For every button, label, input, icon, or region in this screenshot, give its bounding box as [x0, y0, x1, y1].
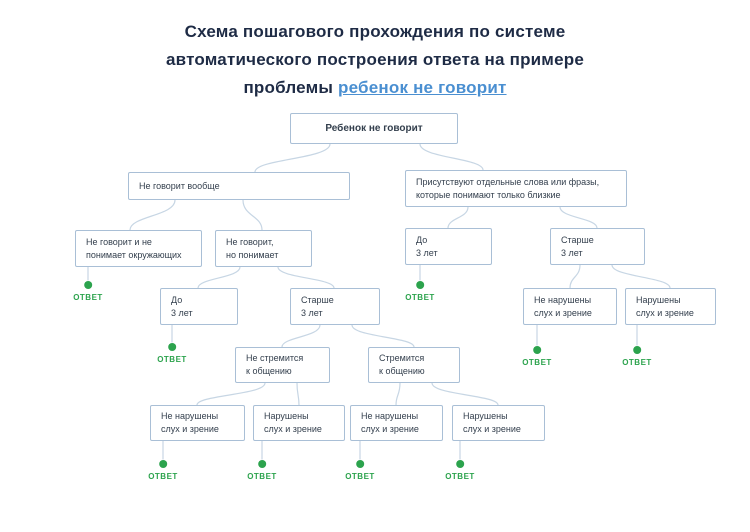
answer-dot-icon: [257, 460, 266, 468]
title-problem-prefix: проблемы: [243, 78, 339, 97]
node-hearing-ok-a: Не нарушены слух и зрение: [150, 405, 245, 441]
node-no-understanding: Не говорит и не понимает окружающих: [75, 230, 202, 267]
connector-line: [129, 199, 176, 231]
answer-label: ОТВЕТ: [445, 472, 475, 481]
title-line-2: автоматического построения ответа на при…: [166, 50, 584, 69]
node-under-3-right: До 3 лет: [405, 228, 492, 265]
connector-line: [395, 382, 401, 406]
node-over-3-right: Старше 3 лет: [550, 228, 645, 265]
node-separate-words: Присутствуют отдельные слова или фразы, …: [405, 170, 627, 207]
answer-marker-3: ОТВЕТ: [157, 343, 187, 364]
answer-marker-6: ОТВЕТ: [148, 460, 178, 481]
answer-label: ОТВЕТ: [622, 358, 652, 367]
connector-line: [447, 206, 469, 229]
connector-line: [569, 264, 581, 289]
title-line-3: проблемы ребенок не говорит: [0, 74, 750, 102]
answer-dot-icon: [632, 346, 641, 354]
node-no-desire: Не стремится к общению: [235, 347, 330, 383]
connector-line: [296, 382, 300, 406]
answer-label: ОТВЕТ: [73, 293, 103, 302]
title-line-1: Схема пошагового прохождения по системе: [184, 22, 566, 41]
answer-dot-icon: [167, 343, 176, 351]
node-hearing-impaired-right: Нарушены слух и зрение: [625, 288, 716, 325]
answer-dot-icon: [355, 460, 364, 468]
connector-line: [281, 324, 321, 348]
node-hearing-ok-b: Не нарушены слух и зрение: [350, 405, 443, 441]
node-desire: Стремится к общению: [368, 347, 460, 383]
node-hearing-impaired-b: Нарушены слух и зрение: [452, 405, 545, 441]
connector-line: [197, 266, 241, 289]
connector-line: [351, 324, 415, 348]
answer-label: ОТВЕТ: [522, 358, 552, 367]
connector-line: [254, 143, 331, 173]
answer-dot-icon: [455, 460, 464, 468]
node-no-speech: Не говорит вообще: [128, 172, 350, 200]
connector-line: [611, 264, 671, 289]
answer-marker-2: ОТВЕТ: [405, 281, 435, 302]
answer-label: ОТВЕТ: [405, 293, 435, 302]
node-hearing-impaired-a: Нарушены слух и зрение: [253, 405, 345, 441]
node-understands: Не говорит, но понимает: [215, 230, 312, 267]
page-title: Схема пошагового прохождения по системе …: [0, 18, 750, 102]
connector-line: [277, 266, 335, 289]
answer-marker-1: ОТВЕТ: [73, 281, 103, 302]
connector-line: [559, 206, 598, 229]
connector-line: [242, 199, 263, 231]
answer-marker-9: ОТВЕТ: [445, 460, 475, 481]
answer-dot-icon: [158, 460, 167, 468]
answer-dot-icon: [83, 281, 92, 289]
connector-line: [196, 382, 266, 406]
problem-link[interactable]: ребенок не говорит: [338, 78, 507, 97]
answer-label: ОТВЕТ: [345, 472, 375, 481]
answer-marker-5: ОТВЕТ: [622, 346, 652, 367]
answer-marker-4: ОТВЕТ: [522, 346, 552, 367]
connector-line: [431, 382, 499, 406]
answer-label: ОТВЕТ: [247, 472, 277, 481]
answer-label: ОТВЕТ: [148, 472, 178, 481]
node-root: Ребенок не говорит: [290, 113, 458, 144]
answer-marker-7: ОТВЕТ: [247, 460, 277, 481]
connector-line: [419, 143, 484, 171]
answer-marker-8: ОТВЕТ: [345, 460, 375, 481]
node-hearing-ok-right: Не нарушены слух и зрение: [523, 288, 617, 325]
answer-dot-icon: [415, 281, 424, 289]
node-under-3-left: До 3 лет: [160, 288, 238, 325]
node-over-3-left: Старше 3 лет: [290, 288, 380, 325]
answer-label: ОТВЕТ: [157, 355, 187, 364]
answer-dot-icon: [532, 346, 541, 354]
